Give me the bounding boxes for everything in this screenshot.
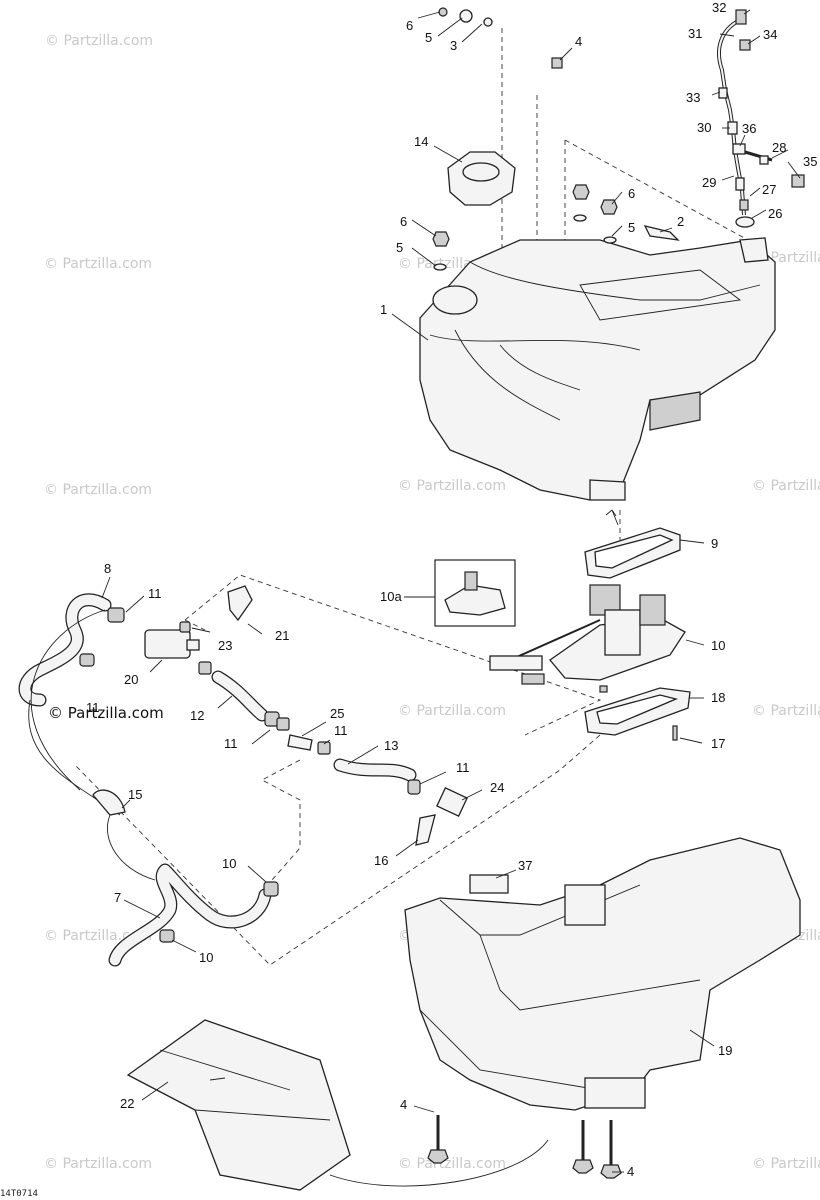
callout-12: 12: [190, 708, 204, 723]
callout-8: 8: [104, 561, 111, 576]
callout-1: 1: [380, 302, 387, 317]
callout-6-top: 6: [406, 18, 413, 33]
callout-leaders: [101, 9, 801, 1173]
callout-29: 29: [702, 175, 716, 190]
callout-11-e: 11: [86, 700, 100, 715]
drawing-code: 14T0714: [0, 1189, 38, 1199]
callout-11-c: 11: [334, 723, 348, 738]
tank-hardware: [432, 7, 680, 271]
heat-shield: [126, 1019, 549, 1191]
watermark: © Partzilla.com: [752, 703, 820, 719]
callout-37: 37: [518, 858, 532, 873]
callout-5-left: 5: [396, 240, 403, 255]
pump-gasket-18: [584, 685, 691, 741]
tank-mounting-tab: [589, 479, 626, 501]
pad-37: [469, 874, 509, 894]
fuel-hoses: [18, 593, 417, 967]
callout-22: 22: [120, 1096, 134, 1111]
callout-23: 23: [218, 638, 232, 653]
callout-35: 35: [803, 154, 817, 169]
callout-13: 13: [384, 738, 398, 753]
callout-32: 32: [712, 0, 726, 15]
vent-line-assembly: [717, 9, 805, 228]
tank-strap: [643, 225, 680, 241]
callout-15: 15: [128, 787, 142, 802]
hose-clamps-and-fittings: [79, 585, 468, 943]
callout-28: 28: [772, 140, 786, 155]
watermark-dark: © Partzilla.com: [48, 704, 164, 722]
callout-5-top: 5: [425, 30, 432, 45]
watermark: © Partzilla.com: [45, 33, 153, 49]
hose-clip-16: [415, 814, 436, 846]
callout-10-mid: 10: [222, 856, 236, 871]
callout-33: 33: [686, 90, 700, 105]
callout-34: 34: [763, 27, 777, 42]
callout-10-low: 10: [199, 950, 213, 965]
watermark: © Partzilla.com: [398, 703, 506, 719]
callout-17: 17: [711, 736, 725, 751]
fuel-pump-module: [489, 584, 686, 685]
assembly-dashed-lines: [74, 28, 749, 966]
callout-4-right: 4: [627, 1164, 634, 1179]
screws-bottom: [427, 1115, 622, 1179]
callout-4-top: 4: [575, 34, 582, 49]
callout-36: 36: [742, 121, 756, 136]
callout-18: 18: [711, 690, 725, 705]
watermark: © Partzilla.com: [44, 482, 152, 498]
callout-21: 21: [275, 628, 289, 643]
fuel-tank: [419, 237, 776, 526]
callout-27: 27: [762, 182, 776, 197]
fuel-cap: [447, 151, 516, 206]
callout-11-d: 11: [456, 760, 470, 775]
tank-bracket: [739, 237, 769, 263]
callout-25: 25: [330, 706, 344, 721]
callout-5-mid: 5: [628, 220, 635, 235]
fuel-filler-neck: [432, 285, 478, 315]
watermark: © Partzilla.com: [44, 256, 152, 272]
callout-2: 2: [677, 214, 684, 229]
hose-clip-21: [227, 585, 253, 622]
callout-14: 14: [414, 134, 428, 149]
pump-gasket-9: [584, 527, 681, 579]
callout-24: 24: [490, 780, 504, 795]
watermark: © Partzilla.com: [398, 478, 506, 494]
callout-3: 3: [450, 38, 457, 53]
callout-11-a: 11: [148, 586, 162, 601]
hose-clip-15: [92, 789, 126, 816]
callout-26: 26: [768, 206, 782, 221]
callout-9: 9: [711, 536, 718, 551]
watermark: © Partzilla.com: [398, 1156, 506, 1172]
callout-11-b: 11: [224, 736, 238, 751]
callout-16: 16: [374, 853, 388, 868]
inset-10a: [434, 559, 516, 627]
watermark: © Partzilla.com: [752, 478, 820, 494]
callout-6-mid: 6: [628, 186, 635, 201]
watermark: © Partzilla.com: [752, 1156, 820, 1172]
callout-31: 31: [688, 26, 702, 41]
callout-30: 30: [697, 120, 711, 135]
callout-20: 20: [124, 672, 138, 687]
callout-4-left: 4: [400, 1097, 407, 1112]
callout-7: 7: [114, 890, 121, 905]
tank-support-tray: [404, 837, 801, 1111]
callout-19: 19: [718, 1043, 732, 1058]
callout-10: 10: [711, 638, 725, 653]
callout-10a: 10a: [380, 589, 402, 604]
watermark: © Partzilla.com: [44, 1156, 152, 1172]
callout-labels: 1 2 3 4 4 4 5 5 5 6 6 6 7 8 9 10 10a 10 …: [86, 0, 817, 1179]
callout-6-left: 6: [400, 214, 407, 229]
